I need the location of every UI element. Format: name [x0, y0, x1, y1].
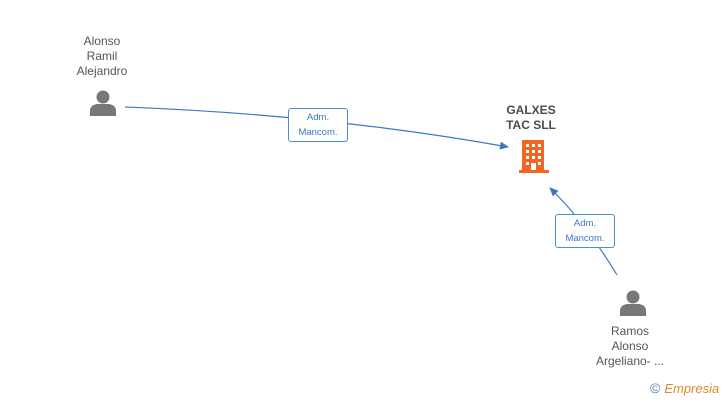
person-name-line1: Alonso — [83, 34, 121, 48]
person-name-line1: Ramos — [610, 324, 649, 338]
person-name-line2: Alonso — [611, 339, 649, 353]
person-icon[interactable] — [88, 88, 118, 118]
copyright-icon: © — [650, 380, 661, 396]
relation-line2: Mancom. — [565, 233, 605, 244]
company-name[interactable]: GALXES TAC SLL — [476, 103, 586, 133]
person-name-line3: Alejandro — [76, 64, 128, 78]
company-name-line1: GALXES — [506, 103, 556, 117]
person-name-line3: Argeliano- ... — [595, 354, 665, 368]
person-icon[interactable] — [618, 288, 648, 318]
company-name-line2: TAC SLL — [506, 118, 556, 132]
empresia-watermark: ©Empresia — [650, 380, 719, 396]
brand-name: Empresia — [664, 381, 720, 396]
relation-line1: Adm. — [573, 218, 597, 229]
relation-line2: Mancom. — [298, 127, 338, 138]
person-name-line2: Ramil — [86, 49, 118, 63]
person-name-alonso[interactable]: Alonso Ramil Alejandro — [47, 34, 157, 79]
relation-label-adm-mancom[interactable]: Adm. Mancom. — [555, 214, 615, 248]
relation-label-adm-mancom[interactable]: Adm. Mancom. — [288, 108, 348, 142]
relation-line1: Adm. — [306, 112, 330, 123]
building-icon[interactable] — [517, 139, 551, 173]
person-name-ramos[interactable]: Ramos Alonso Argeliano- ... — [575, 324, 685, 369]
